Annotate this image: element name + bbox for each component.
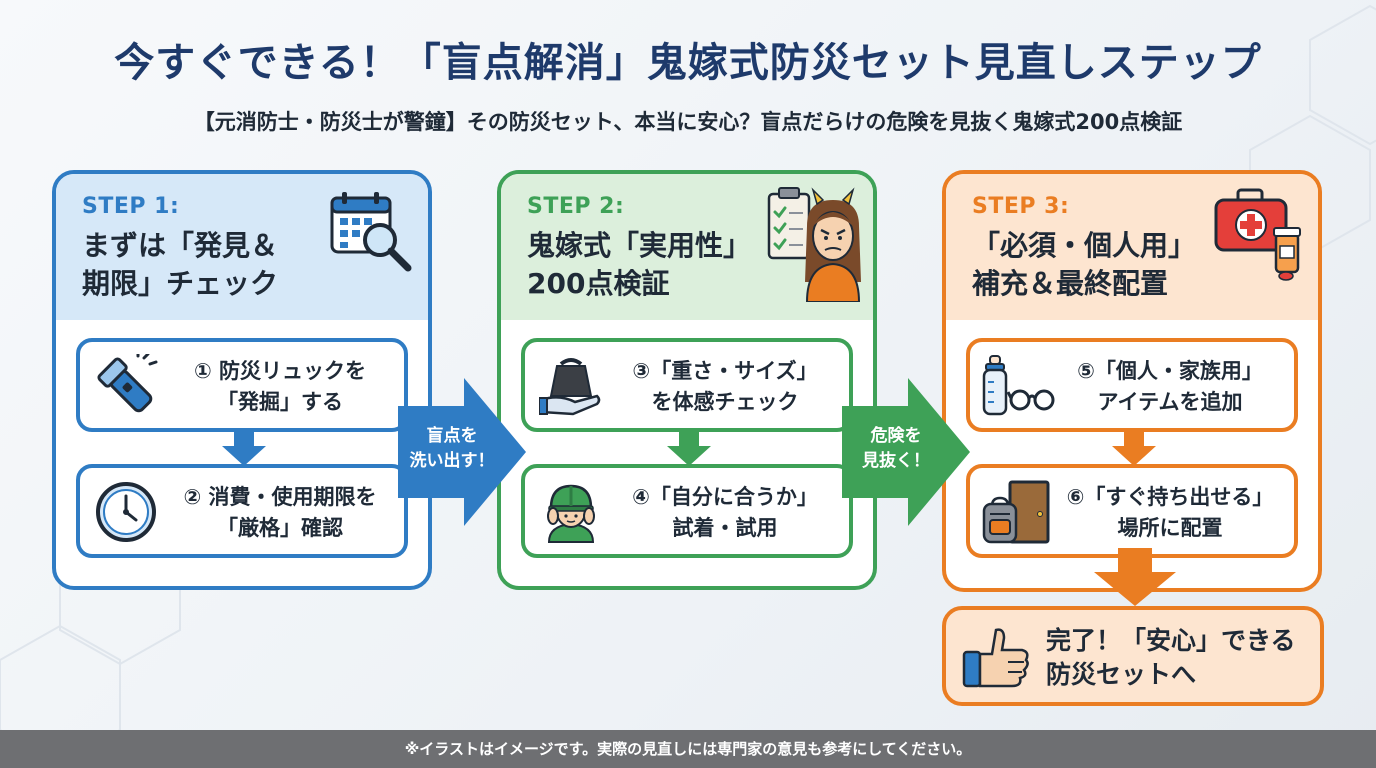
step-1-header: STEP 1: まずは「発見＆ 期限」チェック [56,174,428,320]
step-1-item-2: ② 消費・使用期限を 「厳格」確認 [76,464,408,558]
step-3-item-1-text: ⑤「個人・家族用」 アイテムを追加 [1077,359,1263,414]
step-2-item-2-text: ④「自分に合うか」 試着・試用 [632,485,818,540]
right-arrow-icon [842,378,970,526]
step-1-item-2-text: ② 消費・使用期限を 「厳格」確認 [183,485,377,540]
step-3-title: 「必須・個人用」 補充＆最終配置 [972,229,1197,300]
connector-arrow-1: 盲点を 洗い出す！ [398,378,526,526]
page-subtitle: 【元消防士・防災士が警鐘】その防災セット、本当に安心？盲点だらけの危険を見抜く鬼… [193,110,1183,134]
step-1-item-1-text: ① 防災リュックを 「発掘」する [193,359,367,414]
clock-icon [96,482,156,542]
step-2-label: STEP 2: [527,194,625,219]
completion-text: 完了！「安心」できる 防災セットへ [1046,626,1296,689]
down-arrow [222,432,266,466]
thumbs-up-icon [962,628,1029,688]
oni-wife-clipboard-icon [767,187,861,302]
door-backpack-icon [982,480,1050,544]
down-arrow [1112,432,1156,466]
step-3-item-1: ⑤「個人・家族用」 アイテムを追加 [966,338,1298,432]
helmet-person-icon [547,484,595,543]
step-2-title: 鬼嫁式「実用性」 200点検証 [527,229,752,300]
step-1-title: まずは「発見＆ 期限」チェック [82,229,279,300]
step-2-card: STEP 2: 鬼嫁式「実用性」 200点検証 [497,170,877,590]
step-3-header: STEP 3: 「必須・個人用」 補充＆最終配置 [946,174,1318,320]
page-title: 今すぐできる！「盲点解消」鬼嫁式防災セット見直しステップ [114,40,1262,86]
step-2-item-1-text: ③「重さ・サイズ」 を体感チェック [632,359,818,414]
flashlight-icon [97,354,158,413]
step-1-item-1: ① 防災リュックを 「発掘」する [76,338,408,432]
connector-arrow-2: 危険を 見抜く！ [842,378,970,526]
connector-arrow-2-label: 危険を 見抜く！ [862,426,930,471]
footer-disclaimer: ※イラストはイメージです。実際の見直しには専門家の意見も参考にしてください。 [0,730,1376,768]
step-2-item-1: ③「重さ・サイズ」 を体感チェック [521,338,853,432]
completion-box: 完了！「安心」できる 防災セットへ [942,606,1324,706]
step-1-card: STEP 1: まずは「発見＆ 期限」チェック [52,170,432,590]
step-3-card: STEP 3: 「必須・個人用」 補充＆最終配置 ⑤「個人・家族用」 アイテムを… [942,170,1322,592]
step-3-item-2-text: ⑥「すぐ持ち出せる」 場所に配置 [1066,485,1274,540]
step-2-header: STEP 2: 鬼嫁式「実用性」 200点検証 [501,174,873,320]
baby-bottle-glasses-icon [982,355,1055,416]
step-3-item-2: ⑥「すぐ持ち出せる」 場所に配置 [966,464,1298,558]
calendar-magnifier-icon [330,192,412,272]
weight-in-hand-icon [539,358,601,416]
step-2-item-2: ④「自分に合うか」 試着・試用 [521,464,853,558]
down-arrow [667,432,711,466]
right-arrow-icon [398,378,526,526]
connector-arrow-1-label: 盲点を 洗い出す！ [409,426,495,471]
step-3-label: STEP 3: [972,194,1070,219]
final-down-arrow [1094,548,1176,606]
step-1-label: STEP 1: [82,194,180,219]
first-aid-kit-icon [1214,188,1301,281]
